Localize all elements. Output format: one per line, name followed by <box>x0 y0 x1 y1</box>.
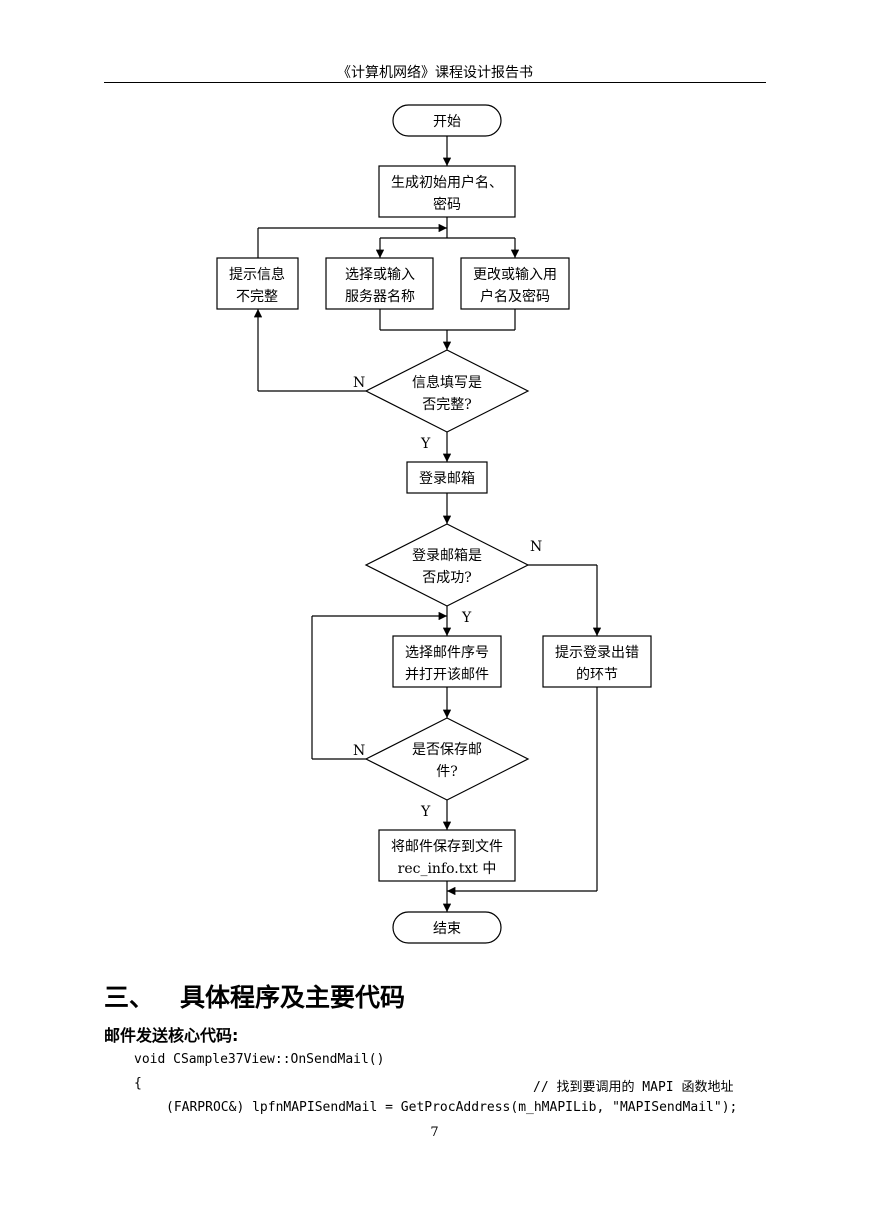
login-check-label-1: 登录邮箱是 <box>412 548 482 564</box>
code-line-1: void CSample37View::OnSendMail() <box>134 1052 385 1067</box>
prompt-label-2: 不完整 <box>236 289 278 305</box>
error-label-2: 的环节 <box>576 667 618 683</box>
code-line-2-brace: { <box>134 1076 142 1091</box>
section-number: 三、 <box>104 983 155 1012</box>
login-success-decision <box>364 523 530 607</box>
user-label-2: 户名及密码 <box>480 288 550 305</box>
no-label-login: N <box>530 539 542 555</box>
generate-label-1: 生成初始用户名、 <box>391 174 503 191</box>
info-complete-decision <box>364 349 530 433</box>
no-label-save: N <box>353 743 365 759</box>
flowchart: 开始 生成初始用户名、 密码 提示信息 不完整 选择或输入 服务器名称 更改或输… <box>216 104 652 944</box>
generate-label-2: 密码 <box>433 196 461 213</box>
section-heading: 三、具体程序及主要代码 <box>104 978 405 1014</box>
select-mail-box <box>392 635 502 688</box>
login-box <box>406 461 488 494</box>
login-label: 登录邮箱 <box>419 471 475 487</box>
page-number: 7 <box>430 1125 439 1140</box>
header-rule <box>104 82 766 83</box>
change-user-box <box>460 257 570 310</box>
login-error-box <box>542 635 652 688</box>
code-line-3: (FARPROC&) lpfnMAPISendMail = GetProcAdd… <box>166 1100 738 1115</box>
page-header: 《计算机网络》课程设计报告书 <box>337 65 533 81</box>
error-label-1: 提示登录出错 <box>555 645 639 661</box>
save-check-label-2: 件? <box>436 764 458 780</box>
save-file-label-2: rec_info.txt 中 <box>398 861 497 877</box>
save-check-label-1: 是否保存邮 <box>412 742 482 758</box>
no-label-check: N <box>353 375 365 391</box>
end-terminal <box>392 911 502 944</box>
select-mail-label-2: 并打开该邮件 <box>405 666 489 683</box>
end-label: 结束 <box>433 921 461 937</box>
save-mail-decision <box>364 717 530 801</box>
user-label-1: 更改或输入用 <box>473 267 557 283</box>
start-label: 开始 <box>433 114 461 130</box>
select-mail-label-1: 选择邮件序号 <box>405 645 489 661</box>
server-label-2: 服务器名称 <box>345 289 415 305</box>
save-file-box <box>378 829 516 882</box>
code-line-2-comment: // 找到要调用的 MAPI 函数地址 <box>533 1080 734 1095</box>
login-check-label-2: 否成功? <box>422 570 472 586</box>
subheading: 邮件发送核心代码: <box>104 1026 239 1045</box>
check-label-1: 信息填写是 <box>412 374 482 391</box>
yes-label-login: Y <box>461 610 472 626</box>
yes-label-check: Y <box>420 436 431 452</box>
yes-label-save: Y <box>420 804 431 820</box>
prompt-label-1: 提示信息 <box>229 266 285 283</box>
server-label-1: 选择或输入 <box>345 267 415 283</box>
prompt-incomplete-box <box>216 257 299 310</box>
save-file-label-1: 将邮件保存到文件 <box>391 839 503 855</box>
section-title: 具体程序及主要代码 <box>180 983 406 1012</box>
check-label-2: 否完整? <box>422 397 472 413</box>
